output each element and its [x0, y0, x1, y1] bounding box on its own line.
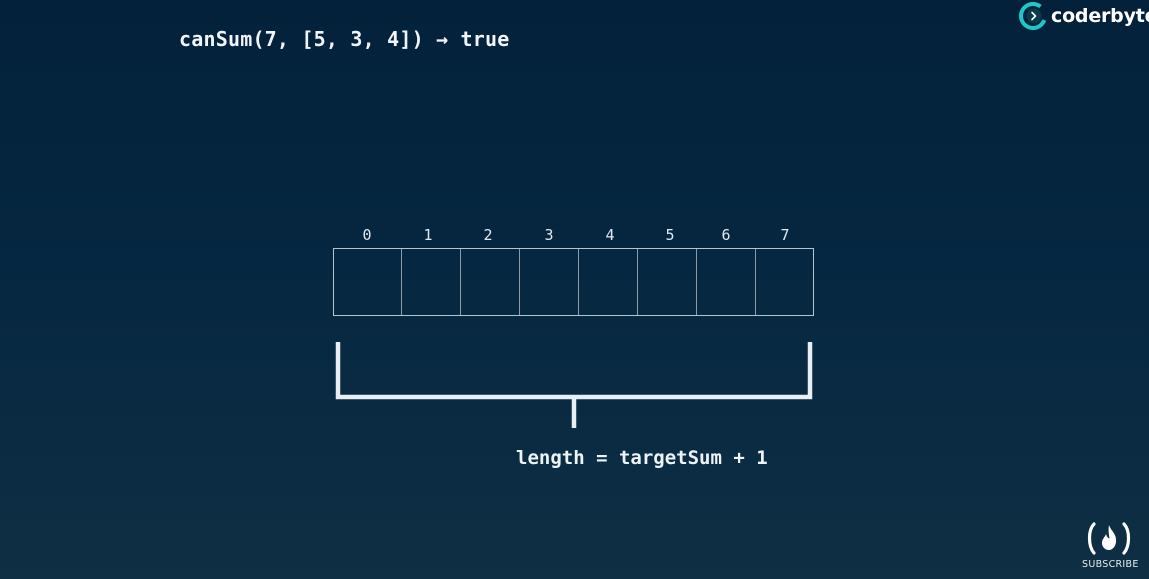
expression-title: canSum(7, [5, 3, 4]) → true [179, 27, 510, 51]
index-label: 2 [483, 226, 493, 244]
index-label: 5 [665, 226, 675, 244]
index-label: 6 [721, 226, 731, 244]
index-labels: 0 1 2 3 4 5 6 7 [0, 226, 1149, 246]
table-array [333, 248, 814, 316]
cell-divider [401, 249, 402, 315]
index-label: 0 [362, 226, 372, 244]
subscribe-label: SUBSCRIBE [1082, 559, 1139, 570]
index-label: 7 [780, 226, 790, 244]
cell-divider [637, 249, 638, 315]
cell-divider [696, 249, 697, 315]
length-caption: length = targetSum + 1 [516, 447, 768, 469]
coderbyte-logo-icon [1019, 2, 1047, 30]
coderbyte-logo-text: coderbyte [1051, 5, 1149, 27]
cell-divider [460, 249, 461, 315]
subscribe-button[interactable]: SUBSCRIBE [1082, 520, 1139, 570]
index-label: 3 [544, 226, 554, 244]
cell-divider [578, 249, 579, 315]
index-label: 1 [423, 226, 433, 244]
coderbyte-logo: coderbyte [1019, 0, 1149, 32]
cell-divider [755, 249, 756, 315]
index-label: 4 [605, 226, 615, 244]
cell-divider [519, 249, 520, 315]
freecodecamp-flame-icon [1087, 522, 1131, 555]
